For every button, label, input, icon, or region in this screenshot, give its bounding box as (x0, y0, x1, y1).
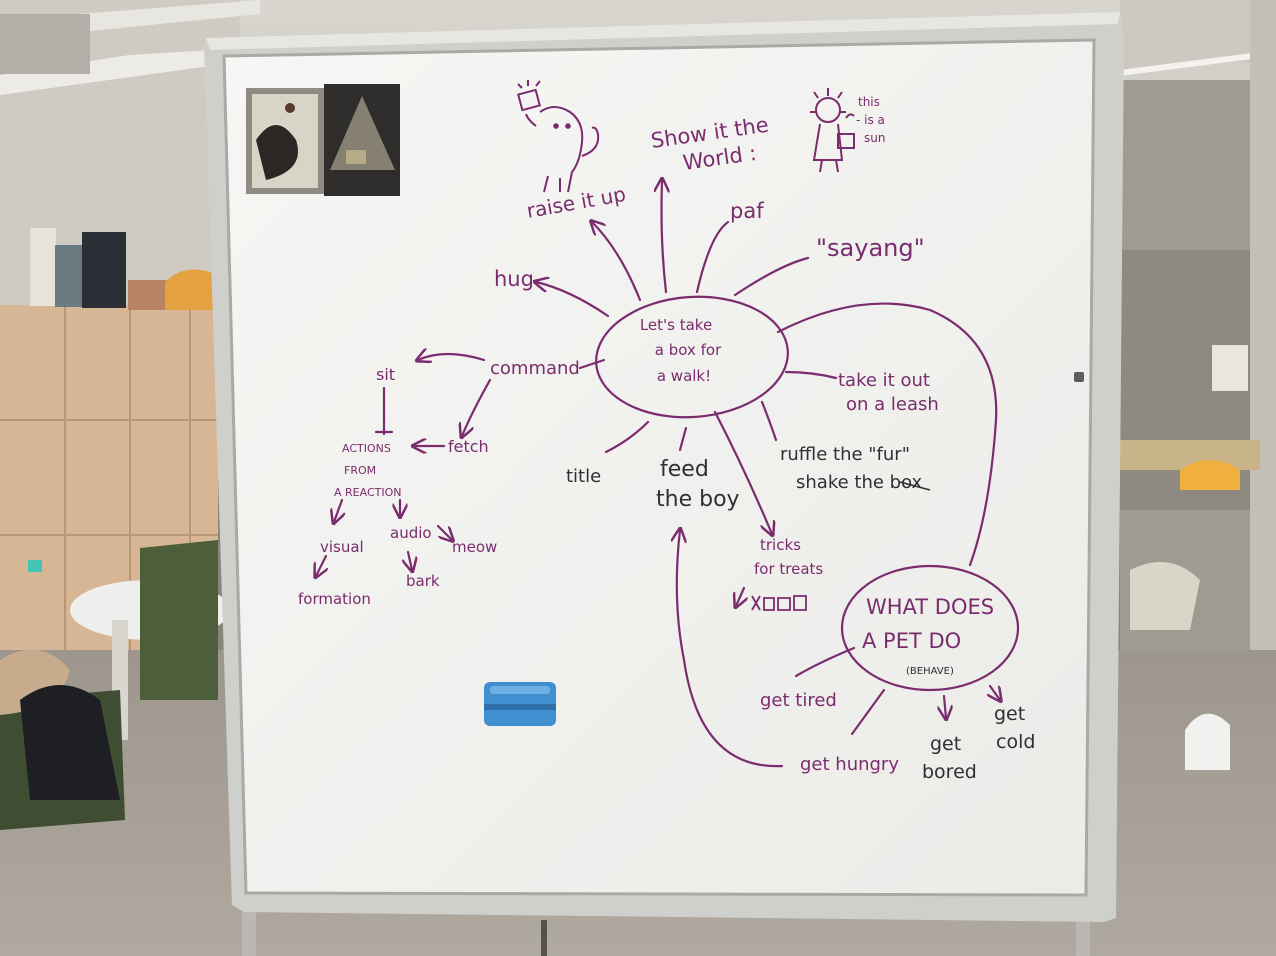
feed-line-1: feed (660, 457, 709, 482)
paf-label: paf (730, 199, 764, 223)
tricks-line-1: tricks (760, 536, 801, 554)
tricks-line-2: for treats (754, 560, 823, 578)
hug-label: hug (494, 267, 534, 291)
box-creature-doodle (517, 80, 600, 193)
command-label: command (490, 358, 580, 379)
ruffle-line-2: shake the box (796, 472, 923, 493)
title-label: title (566, 466, 601, 487)
get-tired-label: get tired (760, 690, 837, 711)
ruffle-line-1: ruffle the "fur" (780, 444, 910, 465)
sun-note-3: sun (864, 131, 885, 145)
sit-label: sit (376, 365, 395, 384)
center-line-1: Let's take (640, 316, 712, 334)
wall-postcards (246, 84, 400, 196)
audio-label: audio (390, 524, 432, 542)
get-bored-line-1: get (930, 733, 961, 755)
center-line-3: a walk! (657, 367, 711, 385)
pet-subtitle: (BEHAVE) (906, 666, 954, 677)
tricks-scribble (751, 595, 807, 611)
feed-line-2: the boy (656, 487, 740, 512)
sayang-label: "sayang" (816, 234, 925, 262)
eraser (484, 682, 556, 726)
visual-label: visual (320, 538, 364, 556)
center-bubble-text: Let's take a box for a walk! (640, 316, 722, 385)
formation-label: formation (298, 590, 371, 608)
pet-title-2: A PET DO (862, 629, 961, 653)
get-cold-line-2: cold (996, 731, 1035, 753)
actions-line-3: A REACTION (334, 486, 401, 499)
whiteboard (204, 12, 1124, 922)
mindmap-connectors (316, 180, 1020, 768)
sun-note-1: this (858, 95, 880, 109)
bark-label: bark (406, 572, 440, 590)
actions-line-1: ACTIONS (342, 442, 391, 455)
meow-label: meow (452, 538, 497, 556)
actions-line-2: FROM (344, 464, 376, 477)
center-line-2: a box for (655, 341, 722, 359)
sun-note-2: - is a (856, 113, 885, 127)
fetch-label: fetch (448, 437, 489, 456)
shake-box-strike (899, 481, 931, 491)
pet-title-1: WHAT DOES (866, 595, 994, 619)
get-bored-line-2: bored (922, 761, 977, 783)
sun-figure-doodle (810, 88, 855, 173)
pet-bubble-text: WHAT DOES A PET DO (BEHAVE) (862, 595, 994, 677)
get-hungry-label: get hungry (800, 754, 899, 775)
leash-line-2: on a leash (846, 394, 939, 415)
get-cold-line-1: get (994, 703, 1025, 725)
leash-line-1: take it out (838, 370, 930, 391)
